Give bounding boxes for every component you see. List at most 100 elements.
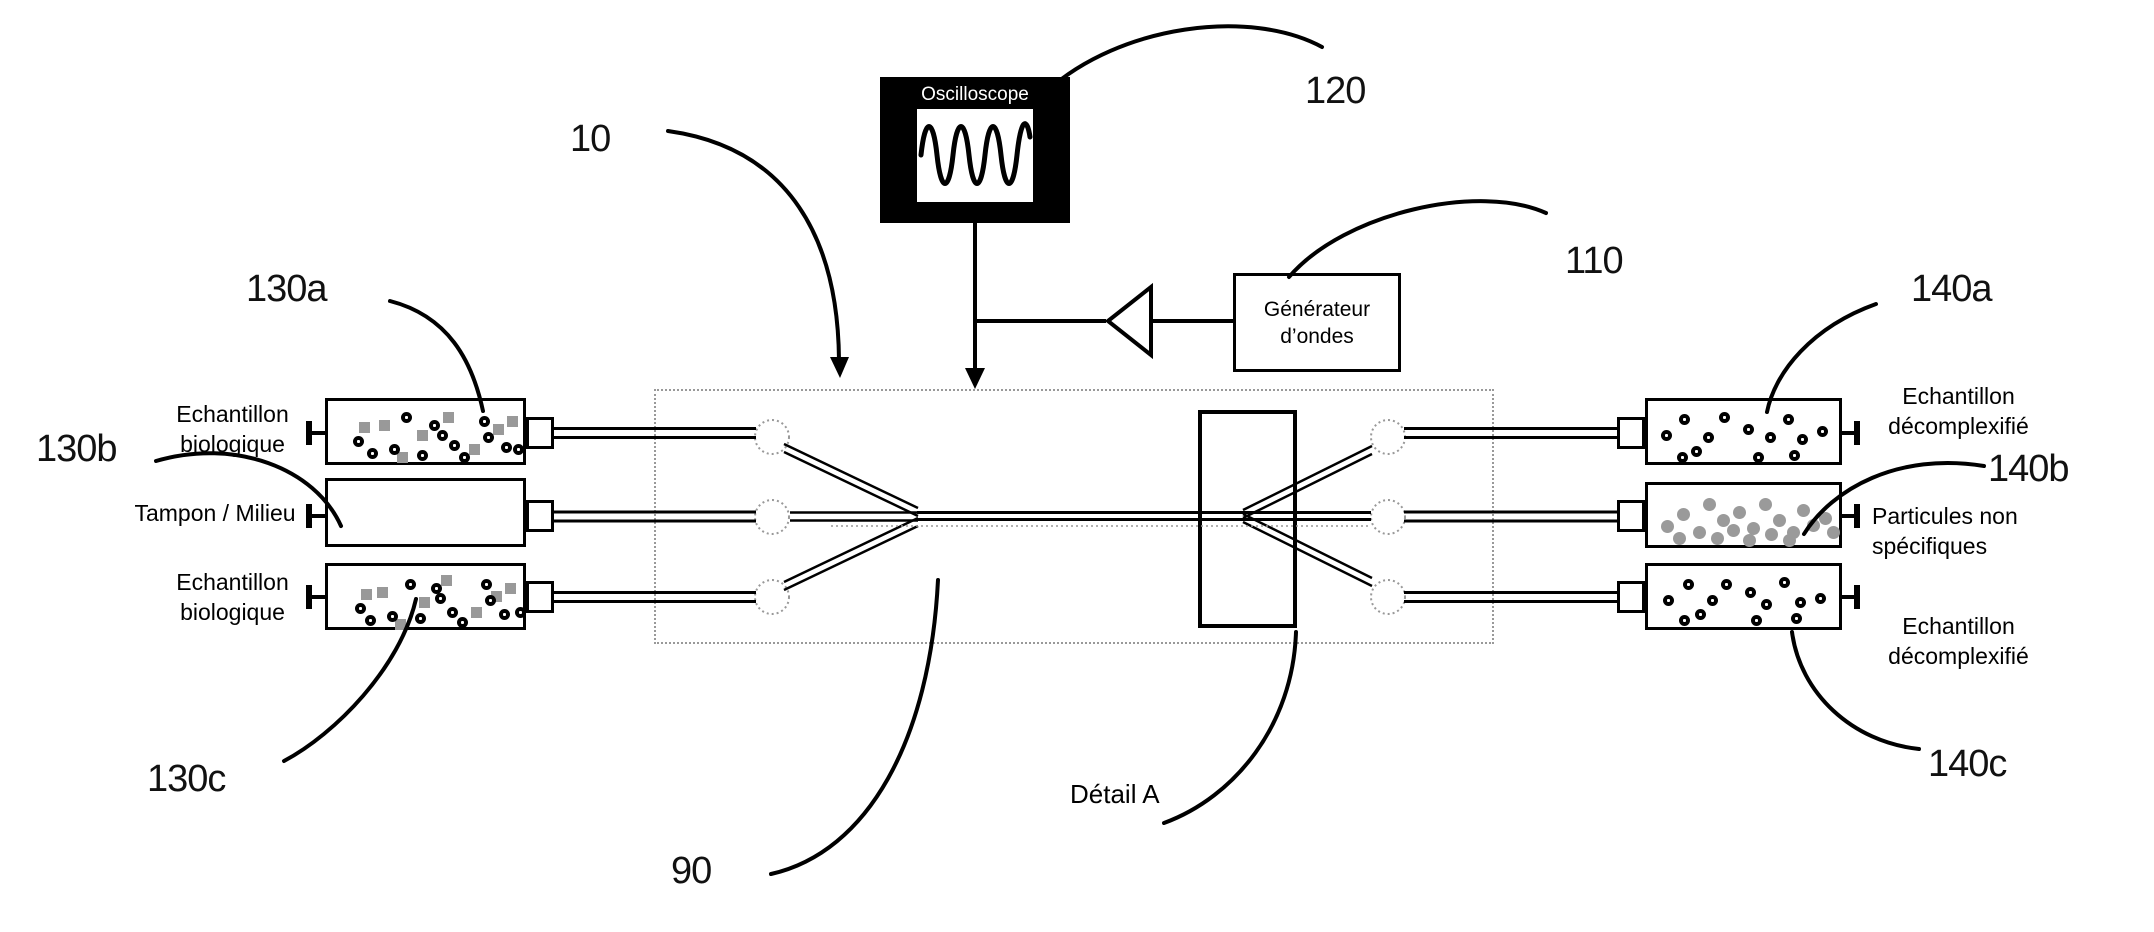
gray-particle xyxy=(491,591,502,602)
black-particle xyxy=(1817,426,1828,437)
black-particle xyxy=(1791,613,1802,624)
syringe-left-mid-contents xyxy=(331,484,520,541)
gray-particle xyxy=(1733,506,1746,519)
black-particle xyxy=(1783,414,1794,425)
black-particle xyxy=(459,452,470,463)
amplifier-triangle-icon xyxy=(1104,282,1153,360)
leader-10-arrowhead-icon xyxy=(830,357,849,378)
chip-outline xyxy=(654,389,1494,644)
gray-particle xyxy=(1827,526,1840,539)
syringe-left-mid-outlet xyxy=(526,500,554,532)
gray-particle xyxy=(441,575,452,586)
black-particle xyxy=(1753,452,1764,463)
syringe-right-mid-outlet xyxy=(1617,500,1645,532)
gray-particle xyxy=(419,597,430,608)
gray-particle xyxy=(507,416,518,427)
black-particle xyxy=(1761,599,1772,610)
gray-particle xyxy=(443,412,454,423)
ref-label-110: 110 xyxy=(1565,240,1624,282)
black-particle xyxy=(1721,579,1732,590)
sine-wave-icon xyxy=(918,121,1033,186)
gray-particle xyxy=(359,422,370,433)
syringe-left-top-plunger-stem xyxy=(311,431,325,435)
black-particle xyxy=(429,420,440,431)
caption-right-mid-line1: Particules non xyxy=(1872,503,2018,529)
caption-right-top-line2: décomplexifié xyxy=(1888,413,2029,439)
caption-left-top-line1: Echantillon xyxy=(176,401,289,427)
caption-left-top-line2: biologique xyxy=(180,431,285,457)
probe-arrowhead-icon xyxy=(965,368,985,389)
black-particle xyxy=(447,607,458,618)
syringe-right-top-barrel xyxy=(1645,398,1842,465)
ref-label-10: 10 xyxy=(570,118,611,160)
ref-label-130b: 130b xyxy=(36,428,118,470)
syringe-right-bot-barrel xyxy=(1645,563,1842,630)
leader-110 xyxy=(1287,199,1548,279)
syringe-right-mid-contents xyxy=(1651,488,1840,547)
gray-particle xyxy=(379,420,390,431)
leader-130a xyxy=(388,299,485,413)
black-particle xyxy=(405,579,416,590)
syringe-left-bot-contents xyxy=(331,569,526,630)
black-particle xyxy=(1679,414,1690,425)
black-particle xyxy=(1679,615,1690,626)
syringe-right-bot-outlet xyxy=(1617,581,1645,613)
black-particle xyxy=(1745,587,1756,598)
black-particle xyxy=(449,440,460,451)
black-particle xyxy=(365,615,376,626)
syringe-right-bot-plunger-stem xyxy=(1841,595,1855,599)
caption-right-mid-line2: spécifiques xyxy=(1872,533,1988,559)
black-particle xyxy=(415,613,426,624)
gray-particle xyxy=(1765,528,1778,541)
caption-left-bot-line2: biologique xyxy=(180,599,285,625)
gray-particle xyxy=(417,430,428,441)
leader-140a xyxy=(1765,302,1878,414)
black-particle xyxy=(501,442,512,453)
black-particle xyxy=(1663,595,1674,606)
black-particle xyxy=(1695,609,1706,620)
ref-label-140c: 140c xyxy=(1928,743,2007,785)
syringe-left-top-barrel xyxy=(325,398,526,465)
syringe-left-top-outlet xyxy=(526,417,554,449)
gray-particle xyxy=(1759,498,1772,511)
gray-particle xyxy=(493,424,504,435)
ref-label-130c: 130c xyxy=(147,758,226,800)
syringe-left-bot-barrel xyxy=(325,563,526,630)
black-particle xyxy=(1765,432,1776,443)
black-particle xyxy=(437,430,448,441)
black-particle xyxy=(431,583,442,594)
syringe-left-top-contents xyxy=(331,404,524,463)
oscilloscope-title: Oscilloscope xyxy=(921,84,1029,105)
black-particle xyxy=(435,593,446,604)
black-particle xyxy=(479,416,490,427)
black-particle xyxy=(367,448,378,459)
caption-left-bot-line1: Echantillon xyxy=(176,569,289,595)
caption-right-top: Echantillon décomplexifié xyxy=(1876,381,2041,441)
caption-right-bot-line1: Echantillon xyxy=(1902,613,2015,639)
syringe-right-bot-contents xyxy=(1651,569,1836,626)
caption-left-bot: Echantillon biologique xyxy=(155,567,310,627)
black-particle xyxy=(1751,615,1762,626)
caption-left-mid: Tampon / Milieu xyxy=(120,498,310,528)
caption-right-mid: Particules non spécifiques xyxy=(1872,501,2052,561)
black-particle xyxy=(1779,577,1790,588)
wave-generator-label-line2: d’ondes xyxy=(1280,324,1354,348)
wave-generator-label-line1: Générateur xyxy=(1263,297,1371,321)
caption-left-top: Echantillon biologique xyxy=(155,399,310,459)
black-particle xyxy=(387,611,398,622)
gray-particle xyxy=(397,452,408,463)
black-particle xyxy=(499,609,510,620)
gray-particle xyxy=(1711,532,1724,545)
gray-particle xyxy=(1747,522,1760,535)
syringe-left-bot-outlet xyxy=(526,581,554,613)
syringe-left-mid-plunger-stem xyxy=(311,514,325,518)
black-particle xyxy=(417,450,428,461)
detail-a-label: Détail A xyxy=(1070,779,1160,809)
black-particle xyxy=(481,579,492,590)
caption-right-bot: Echantillon décomplexifié xyxy=(1876,611,2041,671)
caption-right-bot-line2: décomplexifié xyxy=(1888,643,2029,669)
oscilloscope-box: Oscilloscope xyxy=(880,77,1070,223)
caption-left-mid-line1: Tampon / Milieu xyxy=(134,500,296,526)
black-particle xyxy=(483,432,494,443)
black-particle xyxy=(457,617,468,628)
